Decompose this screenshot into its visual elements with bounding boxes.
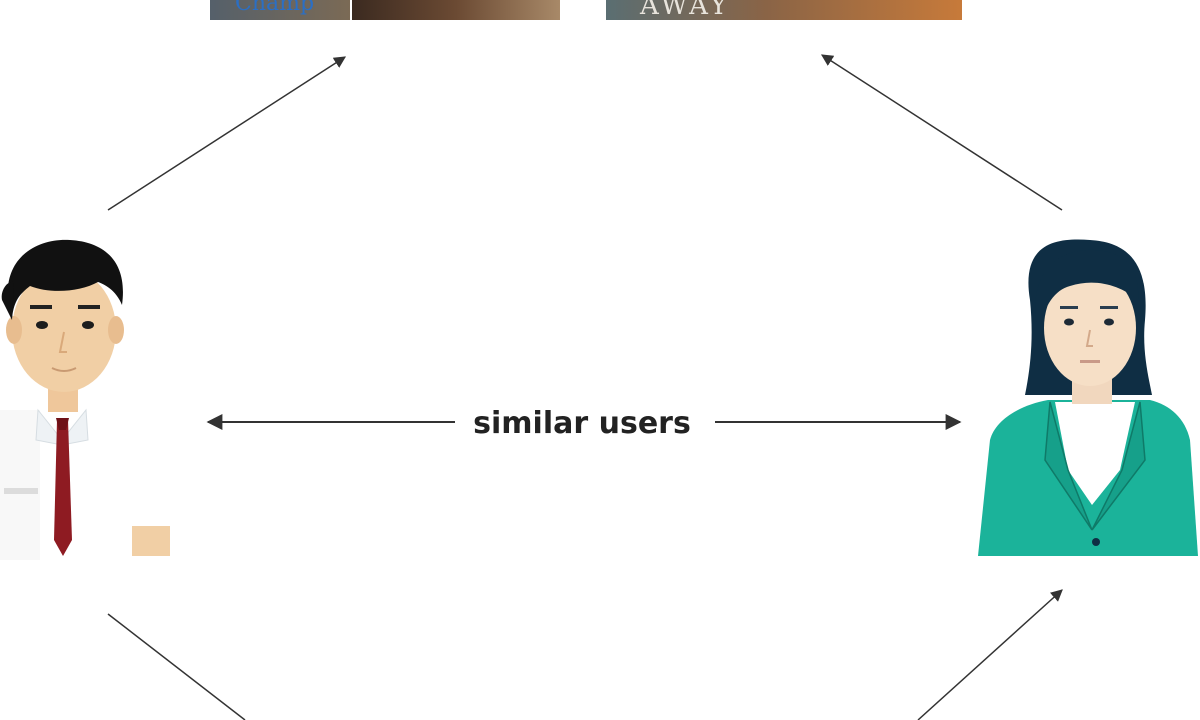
male-user-icon: [0, 239, 170, 560]
right-movie-poster: AWAY: [606, 0, 962, 21]
arrow-right-user-to-right-poster: [820, 54, 1063, 211]
left-poster-title: Champ: [235, 0, 314, 16]
right-poster-title: AWAY: [639, 0, 730, 21]
female-user-icon: [978, 239, 1198, 556]
similar-users-label: similar users: [473, 406, 691, 441]
left-movie-poster: Champ: [210, 0, 560, 20]
arrow-left-user-to-left-poster: [107, 56, 347, 211]
arrow-left-user-down: [107, 613, 246, 720]
arrow-to-right-user-from-below: [917, 589, 1063, 720]
